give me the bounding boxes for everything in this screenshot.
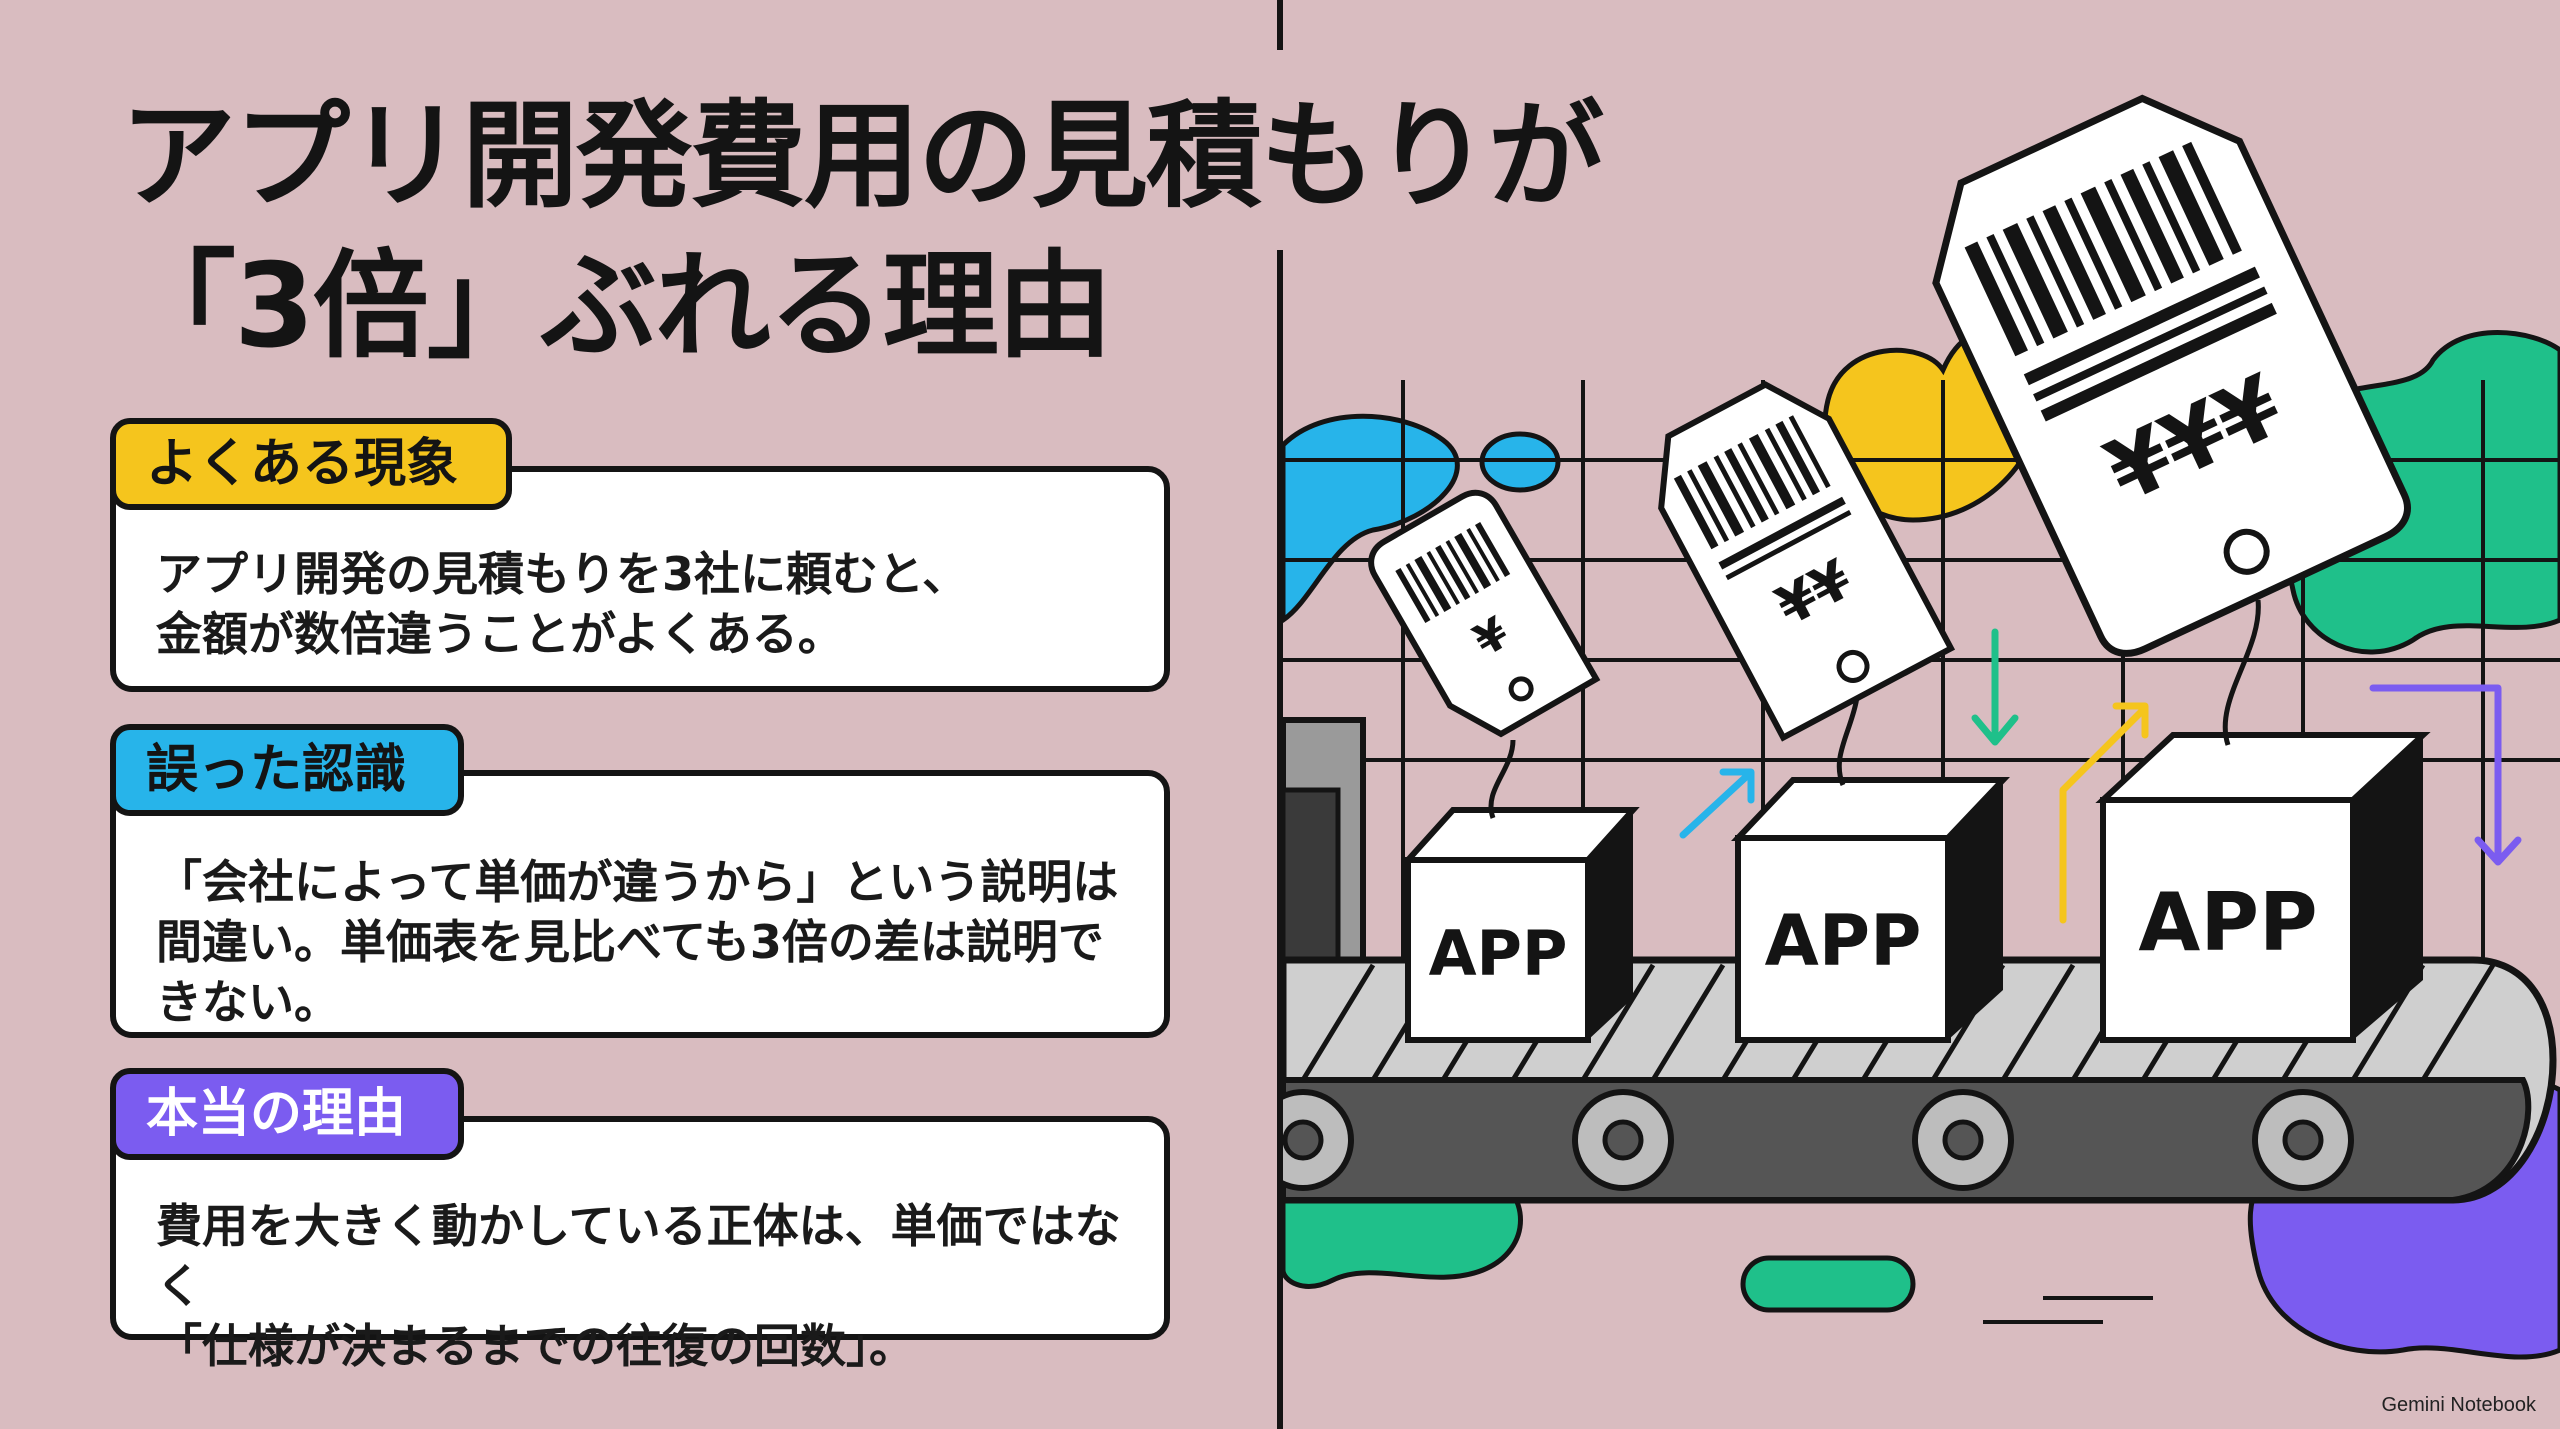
cyan-arrow	[1679, 771, 1752, 839]
section-line: 「会社によって単価が違うから」という説明は	[156, 855, 1119, 909]
app-box-large: APP	[2095, 732, 2431, 1043]
price-tag-small: ¥	[1368, 489, 1601, 738]
cyan-blob	[1283, 413, 1460, 624]
section-line: きない。	[156, 975, 340, 1029]
price-tag-medium: ¥¥	[1658, 381, 1956, 742]
section-body-misconception: 「会社によって単価が違うから」という説明は 間違い。単価表を見比べても3倍の差は…	[116, 776, 1164, 1032]
app-box-medium: APP	[1731, 777, 2010, 1043]
section-line: 間違い。単価表を見比べても3倍の差は説明で	[156, 915, 1104, 969]
yellow-arrow	[2059, 706, 2147, 924]
center-divider	[1277, 0, 1283, 1429]
title-line-1: アプリ開発費用の見積もりが	[120, 89, 1604, 224]
section-label-misconception: 誤った認識	[110, 724, 464, 816]
section-body-real-reason: 費用を大きく動かしている正体は、単価ではなく 「仕様が決まるまでの往復の回数」。	[116, 1122, 1164, 1376]
price-tag-large: ¥¥¥	[1932, 94, 2411, 657]
app-box-label: APP	[2138, 876, 2317, 969]
section-line: 費用を大きく動かしている正体は、単価ではなく	[156, 1199, 1121, 1313]
speed-lines	[1983, 1296, 2153, 1324]
arrows	[1679, 628, 2522, 924]
section-line: アプリ開発の見積もりを3社に頼むと、	[156, 547, 969, 601]
app-box-small: APP	[1401, 807, 1640, 1043]
section-line: 金額が数倍違うことがよくある。	[156, 607, 844, 661]
divider-gap	[1270, 50, 1290, 250]
title-line-2: 「3倍」ぶれる理由	[120, 239, 1113, 374]
section-body-phenomenon: アプリ開発の見積もりを3社に頼むと、 金額が数倍違うことがよくある。	[116, 472, 1164, 664]
purple-arrow	[2369, 684, 2502, 864]
page-title: アプリ開発費用の見積もりが 「3倍」ぶれる理由	[120, 82, 1604, 382]
section-label-real-reason: 本当の理由	[110, 1068, 464, 1160]
app-box-label: APP	[1765, 900, 1922, 982]
app-box-label: APP	[1429, 917, 1568, 990]
gear-hubs	[1283, 1119, 2324, 1161]
section-label-phenomenon: よくある現象	[110, 418, 512, 510]
watermark: Gemini Notebook	[2381, 1394, 2536, 1416]
green-pill	[1740, 1255, 1916, 1313]
conveyor-illustration: APP APP APP ¥	[1283, 94, 2560, 1360]
section-card-real-reason: 費用を大きく動かしている正体は、単価ではなく 「仕様が決まるまでの往復の回数」。	[110, 1116, 1170, 1373]
section-line: 「仕様が決まるまでの往復の回数」。	[156, 1319, 915, 1373]
